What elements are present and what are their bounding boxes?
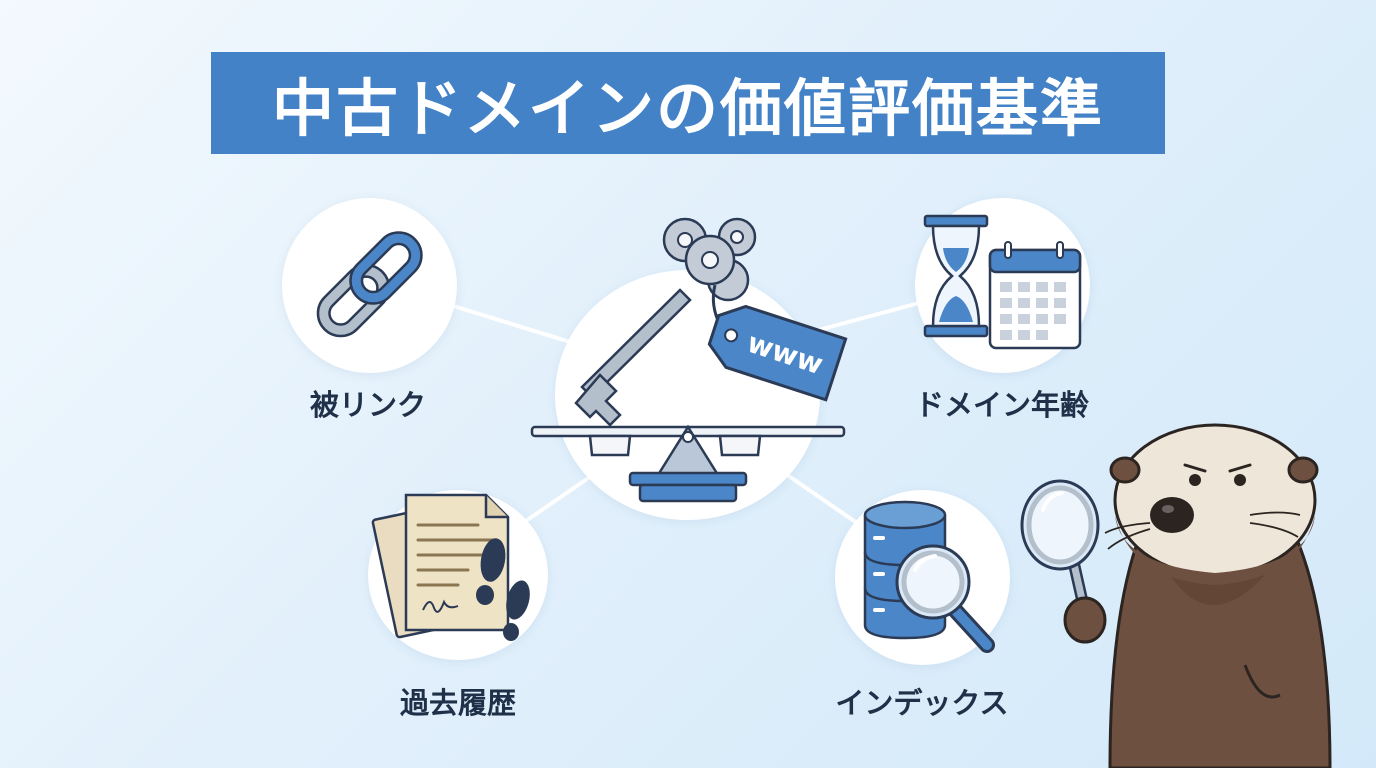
connector-domain-age — [799, 298, 931, 337]
scale-icon — [530, 424, 846, 503]
hourglass-calendar-icon — [923, 214, 1082, 350]
otter-head — [1104, 423, 1319, 585]
hourglass-icon — [923, 214, 989, 338]
footprints-icon — [476, 538, 530, 641]
node-history — [368, 490, 548, 660]
node-domain-age — [915, 198, 1090, 373]
title-banner: 中古ドメインの価値評価基準 — [211, 52, 1165, 154]
label-history: 過去履歴 — [399, 686, 516, 720]
otter-arm — [1243, 664, 1281, 699]
key-icon — [574, 217, 757, 427]
connector-history — [518, 468, 602, 527]
chain-link-icon — [316, 231, 423, 338]
otter-magnifier-icon — [1020, 479, 1107, 644]
documents-footprints-icon — [371, 493, 530, 641]
database-magnifier-icon — [863, 500, 995, 653]
label-index: インデックス — [835, 686, 1009, 720]
connector-index — [778, 468, 862, 527]
page-title: 中古ドメインの価値評価基準 — [271, 72, 1104, 145]
node-index — [835, 490, 1010, 665]
node-backlinks — [282, 198, 457, 373]
label-backlinks: 被リンク — [309, 388, 426, 422]
calendar-icon — [988, 241, 1082, 350]
connector-backlinks — [449, 303, 581, 347]
label-domain-age: ドメイン年齢 — [914, 388, 1089, 422]
center-illustration: www — [530, 217, 848, 503]
otter-mascot — [1020, 423, 1332, 768]
www-tag: www — [707, 304, 848, 402]
magnifier-icon — [895, 544, 995, 653]
